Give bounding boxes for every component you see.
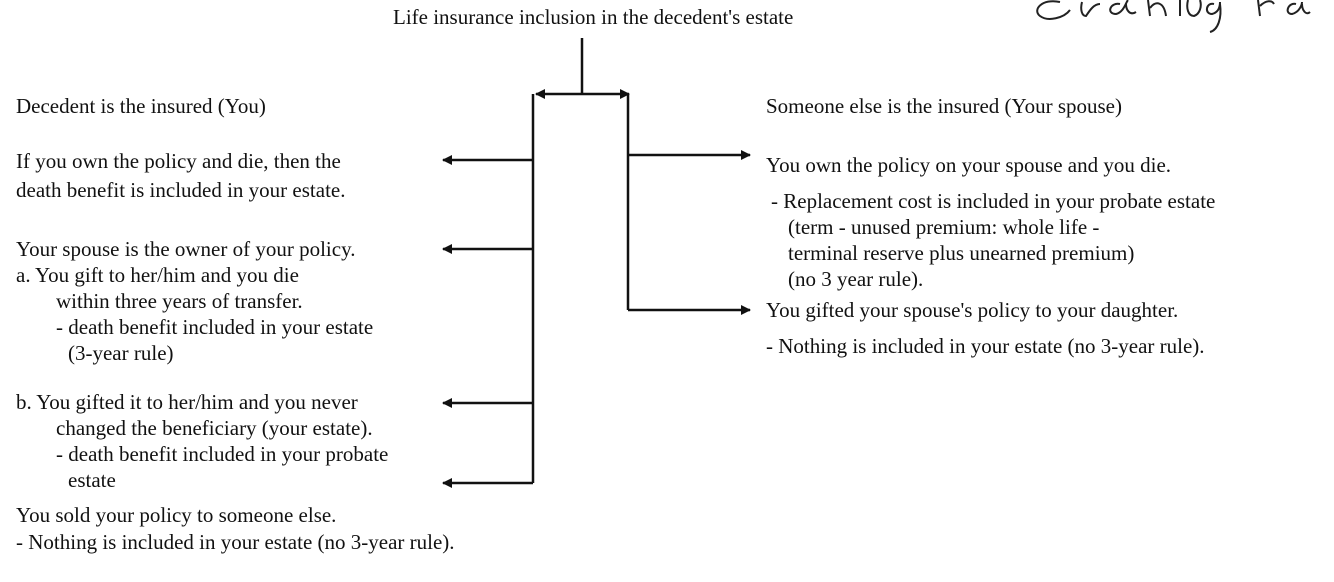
spouse-policy-line-1: You own the policy on your spouse and yo… [766,153,1172,177]
daughter-gift-line-2: - Nothing is included in your estate (no… [766,334,1205,358]
spouse-policy-line-5: (no 3 year rule). [788,267,924,291]
left-heading: Decedent is the insured (You) [16,94,266,118]
spouse-policy-line-2: - Replacement cost is included in your p… [771,189,1216,213]
diagram-title: Life insurance inclusion in the decedent… [393,5,794,29]
case-a-line-4: (3-year rule) [68,341,174,365]
case-a-line-1: a. You gift to her/him and you die [16,263,299,287]
sold-policy-line-1: You sold your policy to someone else. [16,503,337,527]
spouse-policy-line-3: (term - unused premium: whole life - [788,215,1100,239]
spouse-policy-line-4: terminal reserve plus unearned premium) [788,241,1135,265]
handwritten-annotation [1036,0,1311,33]
daughter-gift-line-1: You gifted your spouse's policy to your … [766,298,1179,322]
case-b-line-2: changed the beneficiary (your estate). [56,416,373,440]
case-b-line-3: - death benefit included in your probate [56,442,389,466]
case-b-line-4: estate [68,468,116,492]
own-policy-line-2: death benefit is included in your estate… [16,178,346,202]
right-heading: Someone else is the insured (Your spouse… [766,94,1122,118]
own-policy-line-1: If you own the policy and die, then the [16,149,341,173]
spouse-owner-line: Your spouse is the owner of your policy. [16,237,356,261]
case-a-line-3: - death benefit included in your estate [56,315,374,339]
sold-policy-line-2: - Nothing is included in your estate (no… [16,530,455,554]
case-a-line-2: within three years of transfer. [56,289,303,313]
case-b-line-1: b. You gifted it to her/him and you neve… [16,390,358,414]
